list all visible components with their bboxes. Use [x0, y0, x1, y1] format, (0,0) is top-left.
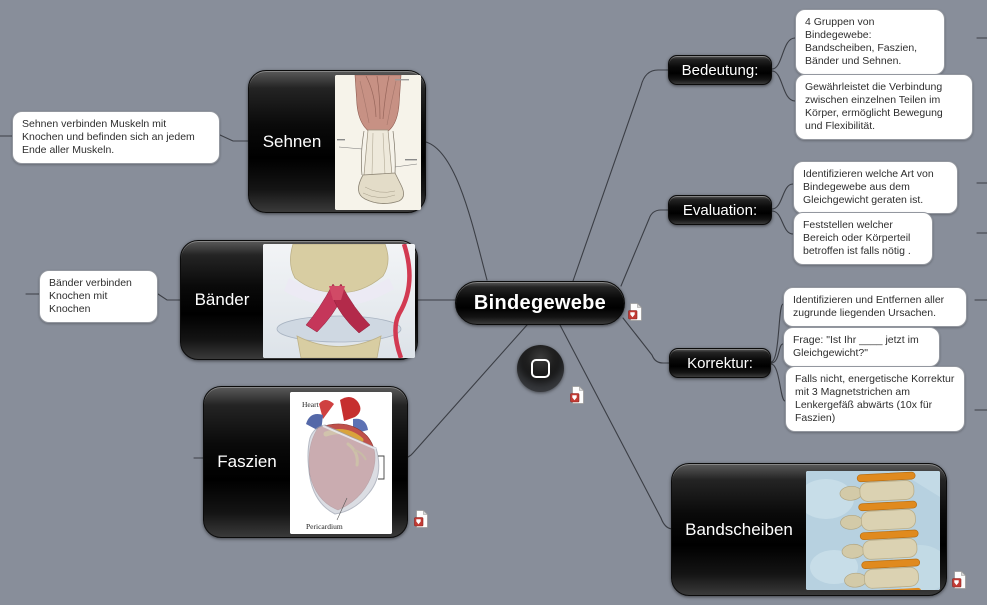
pdf-attachment-icon[interactable]	[952, 570, 967, 589]
connector	[559, 324, 674, 530]
connector	[770, 343, 784, 364]
sehnen-anatomy-image	[335, 75, 421, 210]
connector	[771, 37, 796, 70]
faszien-image-label-pericardium: Pericardium	[306, 522, 343, 531]
node-faszien-label: Faszien	[217, 452, 277, 471]
baender-knee-image	[263, 244, 415, 358]
media-button-icon[interactable]	[517, 345, 564, 392]
connector	[770, 363, 786, 402]
node-baender[interactable]: Bänder	[180, 240, 418, 360]
connector	[620, 209, 669, 287]
node-bedeutung-label: Bedeutung:	[681, 61, 759, 79]
connector	[402, 324, 528, 459]
connector	[771, 210, 794, 235]
node-bandscheiben[interactable]: Bandscheiben	[671, 463, 947, 596]
faszien-pericardium-image: Heart Pericardium	[290, 392, 392, 534]
connector	[572, 69, 669, 282]
note-bedeutung-2[interactable]: Gewährleistet die Verbindung zwischen ei…	[795, 74, 973, 141]
node-faszien[interactable]: Faszien Heart Pericardium	[203, 386, 408, 538]
pdf-attachment-icon[interactable]	[628, 302, 643, 321]
note-sehnen[interactable]: Sehnen verbinden Muskeln mit Knochen und…	[12, 111, 220, 165]
bandscheiben-spine-image	[806, 471, 940, 590]
connector	[771, 183, 794, 210]
node-korrektur-label: Korrektur:	[687, 354, 753, 372]
pdf-attachment-icon[interactable]	[570, 385, 585, 404]
connector	[770, 303, 784, 363]
connector	[771, 70, 796, 102]
note-baender[interactable]: Bänder verbinden Knochen mit Knochen	[39, 270, 158, 324]
node-evaluation-label: Evaluation:	[682, 201, 758, 219]
note-evaluation-2[interactable]: Feststellen welcher Bereich oder Körpert…	[793, 212, 933, 266]
note-korrektur-2[interactable]: Frage: "Ist Ihr ____ jetzt im Gleichgewi…	[783, 327, 940, 368]
node-evaluation[interactable]: Evaluation:	[668, 195, 772, 225]
node-bandscheiben-label: Bandscheiben	[685, 519, 793, 539]
pdf-attachment-icon[interactable]	[414, 509, 429, 528]
node-bedeutung[interactable]: Bedeutung:	[668, 55, 772, 85]
note-evaluation-1[interactable]: Identifizieren welche Art von Bindegeweb…	[793, 161, 958, 215]
connector	[157, 293, 181, 301]
node-bindegewebe[interactable]: Bindegewebe	[455, 281, 625, 325]
faszien-image-label-heart: Heart	[302, 400, 320, 409]
node-sehnen-label: Sehnen	[262, 131, 322, 151]
node-sehnen[interactable]: Sehnen	[248, 70, 426, 213]
note-korrektur-1[interactable]: Identifizieren und Entfernen aller zugru…	[783, 287, 967, 328]
note-bedeutung-1[interactable]: 4 Gruppen von Bindegewebe: Bandscheiben,…	[795, 9, 945, 76]
node-bindegewebe-label: Bindegewebe	[473, 291, 607, 314]
connector	[219, 134, 249, 142]
note-korrektur-3[interactable]: Falls nicht, energetische Korrektur mit …	[785, 366, 965, 433]
rounded-square-glyph	[531, 359, 550, 378]
node-korrektur[interactable]: Korrektur:	[669, 348, 771, 378]
connector	[425, 141, 488, 281]
connector	[622, 317, 670, 364]
node-baender-label: Bänder	[194, 290, 250, 309]
